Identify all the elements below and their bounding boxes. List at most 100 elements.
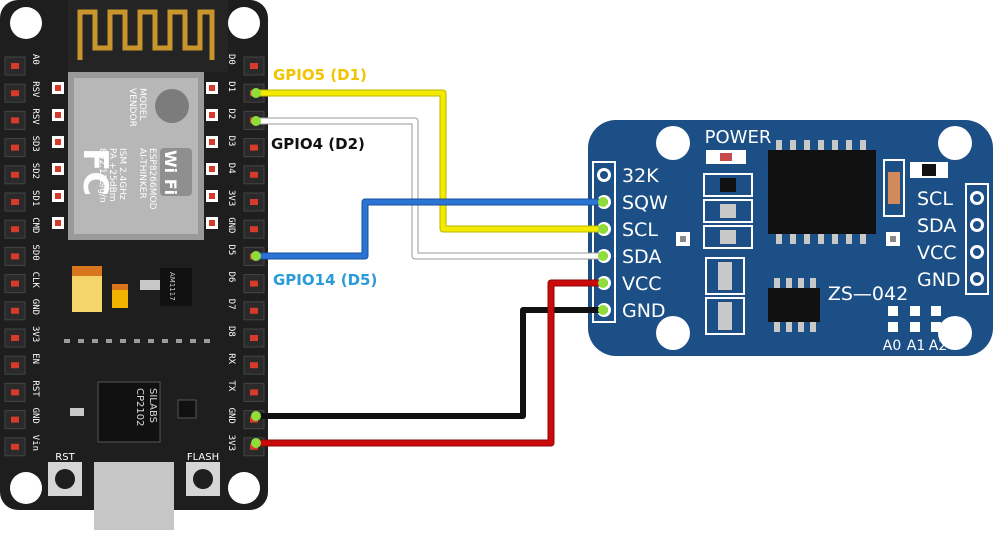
espressif-logo-icon: [155, 89, 189, 123]
rtc-right-header: [965, 183, 989, 295]
right-pin-label: D3: [226, 136, 236, 147]
module-value-model: ESP8266MOD: [147, 148, 157, 210]
left-pin-7[interactable]: SD0: [4, 244, 40, 266]
left-pin-label: SD1: [30, 190, 40, 206]
right-pin-3[interactable]: D3: [226, 136, 265, 158]
flash-label: FLASH: [187, 452, 219, 463]
rtc-right-pin-3[interactable]: GND: [917, 269, 984, 291]
right-pin-9[interactable]: D7: [226, 299, 265, 321]
wifi-logo: Wi Fi: [161, 150, 180, 195]
left-pin-label: GND: [30, 408, 40, 424]
right-pin-label: D4: [226, 163, 236, 174]
left-pin-label: CLK: [30, 272, 40, 289]
right-pin-4[interactable]: D4: [226, 163, 265, 185]
right-pin-label: GND: [226, 217, 236, 233]
left-pin-label: SD0: [30, 244, 40, 260]
right-pin-label: D0: [226, 54, 236, 65]
fc-logo: FC: [75, 148, 115, 196]
rtc-right-pin-1[interactable]: SDA: [917, 215, 984, 237]
wires: [251, 88, 608, 448]
address-label-a1: A1: [907, 338, 925, 354]
rtc-right-pin-label: VCC: [917, 242, 957, 264]
address-label-a0: A0: [883, 338, 901, 354]
wire-gnd: [256, 307, 603, 419]
address-pads: [888, 306, 941, 332]
left-pin-label: CMD: [30, 217, 40, 233]
left-pin-label: Vin: [30, 435, 40, 451]
module-text-model: MODEL: [137, 88, 147, 120]
separator-dots: [64, 339, 210, 343]
left-pin-11[interactable]: EN: [4, 353, 40, 375]
left-pin-label: SD3: [30, 136, 40, 152]
rtc-left-pin-label: GND: [622, 300, 666, 322]
right-pin-label: TX: [226, 380, 236, 391]
usb-chip-label-model: CP2102: [134, 388, 145, 426]
wire-label-gpio14: GPIO14 (D5): [273, 271, 377, 289]
right-pin-label: RX: [226, 353, 236, 364]
left-pin-3[interactable]: SD3: [4, 136, 40, 158]
eeprom-chip: [768, 278, 820, 332]
right-pin-label: 3V3: [226, 190, 236, 206]
nodemcu-board: FC MODEL VENDOR ISM 2.4GHz PA +25dBm 802…: [0, 0, 268, 530]
left-pin-label: GND: [30, 299, 40, 315]
rtc-right-pin-label: GND: [917, 269, 961, 291]
left-pin-4[interactable]: SD2: [4, 163, 40, 185]
usb-connector: [94, 462, 174, 530]
module-value-vendor: AI-THINKER: [137, 148, 147, 199]
left-pin-5[interactable]: SD1: [4, 190, 40, 212]
right-pin-10[interactable]: D8: [226, 326, 265, 348]
left-pin-label: A0: [30, 54, 40, 65]
left-pin-label: SD2: [30, 163, 40, 179]
wire-label-gpio5: GPIO5 (D1): [273, 66, 367, 84]
right-pin-label: D5: [226, 244, 236, 255]
module-text-protocol: 802.11b/g/n: [97, 148, 107, 203]
left-pin-13[interactable]: GND: [4, 408, 40, 430]
left-pin-1[interactable]: RSV: [4, 81, 40, 103]
left-pin-14[interactable]: Vin: [4, 435, 40, 457]
rtc-right-pin-0[interactable]: SCL: [917, 188, 984, 210]
regulator-chip: [160, 268, 192, 306]
rtc-left-pin-label: SDA: [622, 246, 661, 268]
rtc-left-pin-label: 32K: [622, 165, 659, 187]
right-pin-0[interactable]: D0: [226, 54, 265, 76]
left-pin-2[interactable]: RSV: [4, 108, 40, 130]
rst-label: RST: [55, 452, 75, 463]
right-pin-label: D1: [226, 81, 236, 92]
rtc-left-pin-label: SQW: [622, 192, 668, 214]
right-pin-8[interactable]: D6: [226, 272, 265, 294]
regulator-label: AM1117: [168, 272, 176, 301]
usb-uart-chip: SILABS CP2102: [97, 381, 161, 443]
rtc-right-pin-label: SCL: [917, 188, 953, 210]
right-pin-label: D2: [226, 108, 236, 119]
left-pin-8[interactable]: CLK: [4, 272, 40, 294]
rtc-left-pin-0[interactable]: 32K: [597, 165, 659, 187]
module-text-pa: PA +25dBm: [107, 148, 117, 202]
left-pin-label: RSV: [30, 108, 40, 125]
rtc-right-pin-2[interactable]: VCC: [917, 242, 984, 264]
wire-label-gpio4: GPIO4 (D2): [271, 135, 365, 153]
left-pin-9[interactable]: GND: [4, 299, 40, 321]
right-pin-label: 3V3: [226, 435, 236, 451]
right-pin-6[interactable]: GND: [226, 217, 265, 239]
left-pin-10[interactable]: 3V3: [4, 326, 40, 348]
left-pin-0[interactable]: A0: [4, 54, 40, 76]
right-pin-12[interactable]: TX: [226, 380, 265, 402]
right-pin-label: D8: [226, 326, 236, 337]
right-pin-11[interactable]: RX: [226, 353, 265, 375]
left-pin-6[interactable]: CMD: [4, 217, 40, 239]
rtc-left-header: [592, 161, 616, 323]
address-label-a2: A2: [929, 338, 947, 354]
esp8266-module: FC MODEL VENDOR ISM 2.4GHz PA +25dBm 802…: [68, 0, 228, 240]
right-pin-5[interactable]: 3V3: [226, 190, 265, 212]
left-pin-12[interactable]: RST: [4, 380, 40, 402]
left-pin-label: EN: [30, 353, 40, 364]
module-text-ism: ISM 2.4GHz: [117, 148, 127, 200]
usb-chip-label-silabs: SILABS: [147, 388, 158, 423]
left-pin-label: RSV: [30, 81, 40, 98]
right-pin-label: GND: [226, 408, 236, 424]
wire-gpio5: [256, 89, 603, 233]
rtc-left-pin-label: SCL: [622, 219, 658, 241]
